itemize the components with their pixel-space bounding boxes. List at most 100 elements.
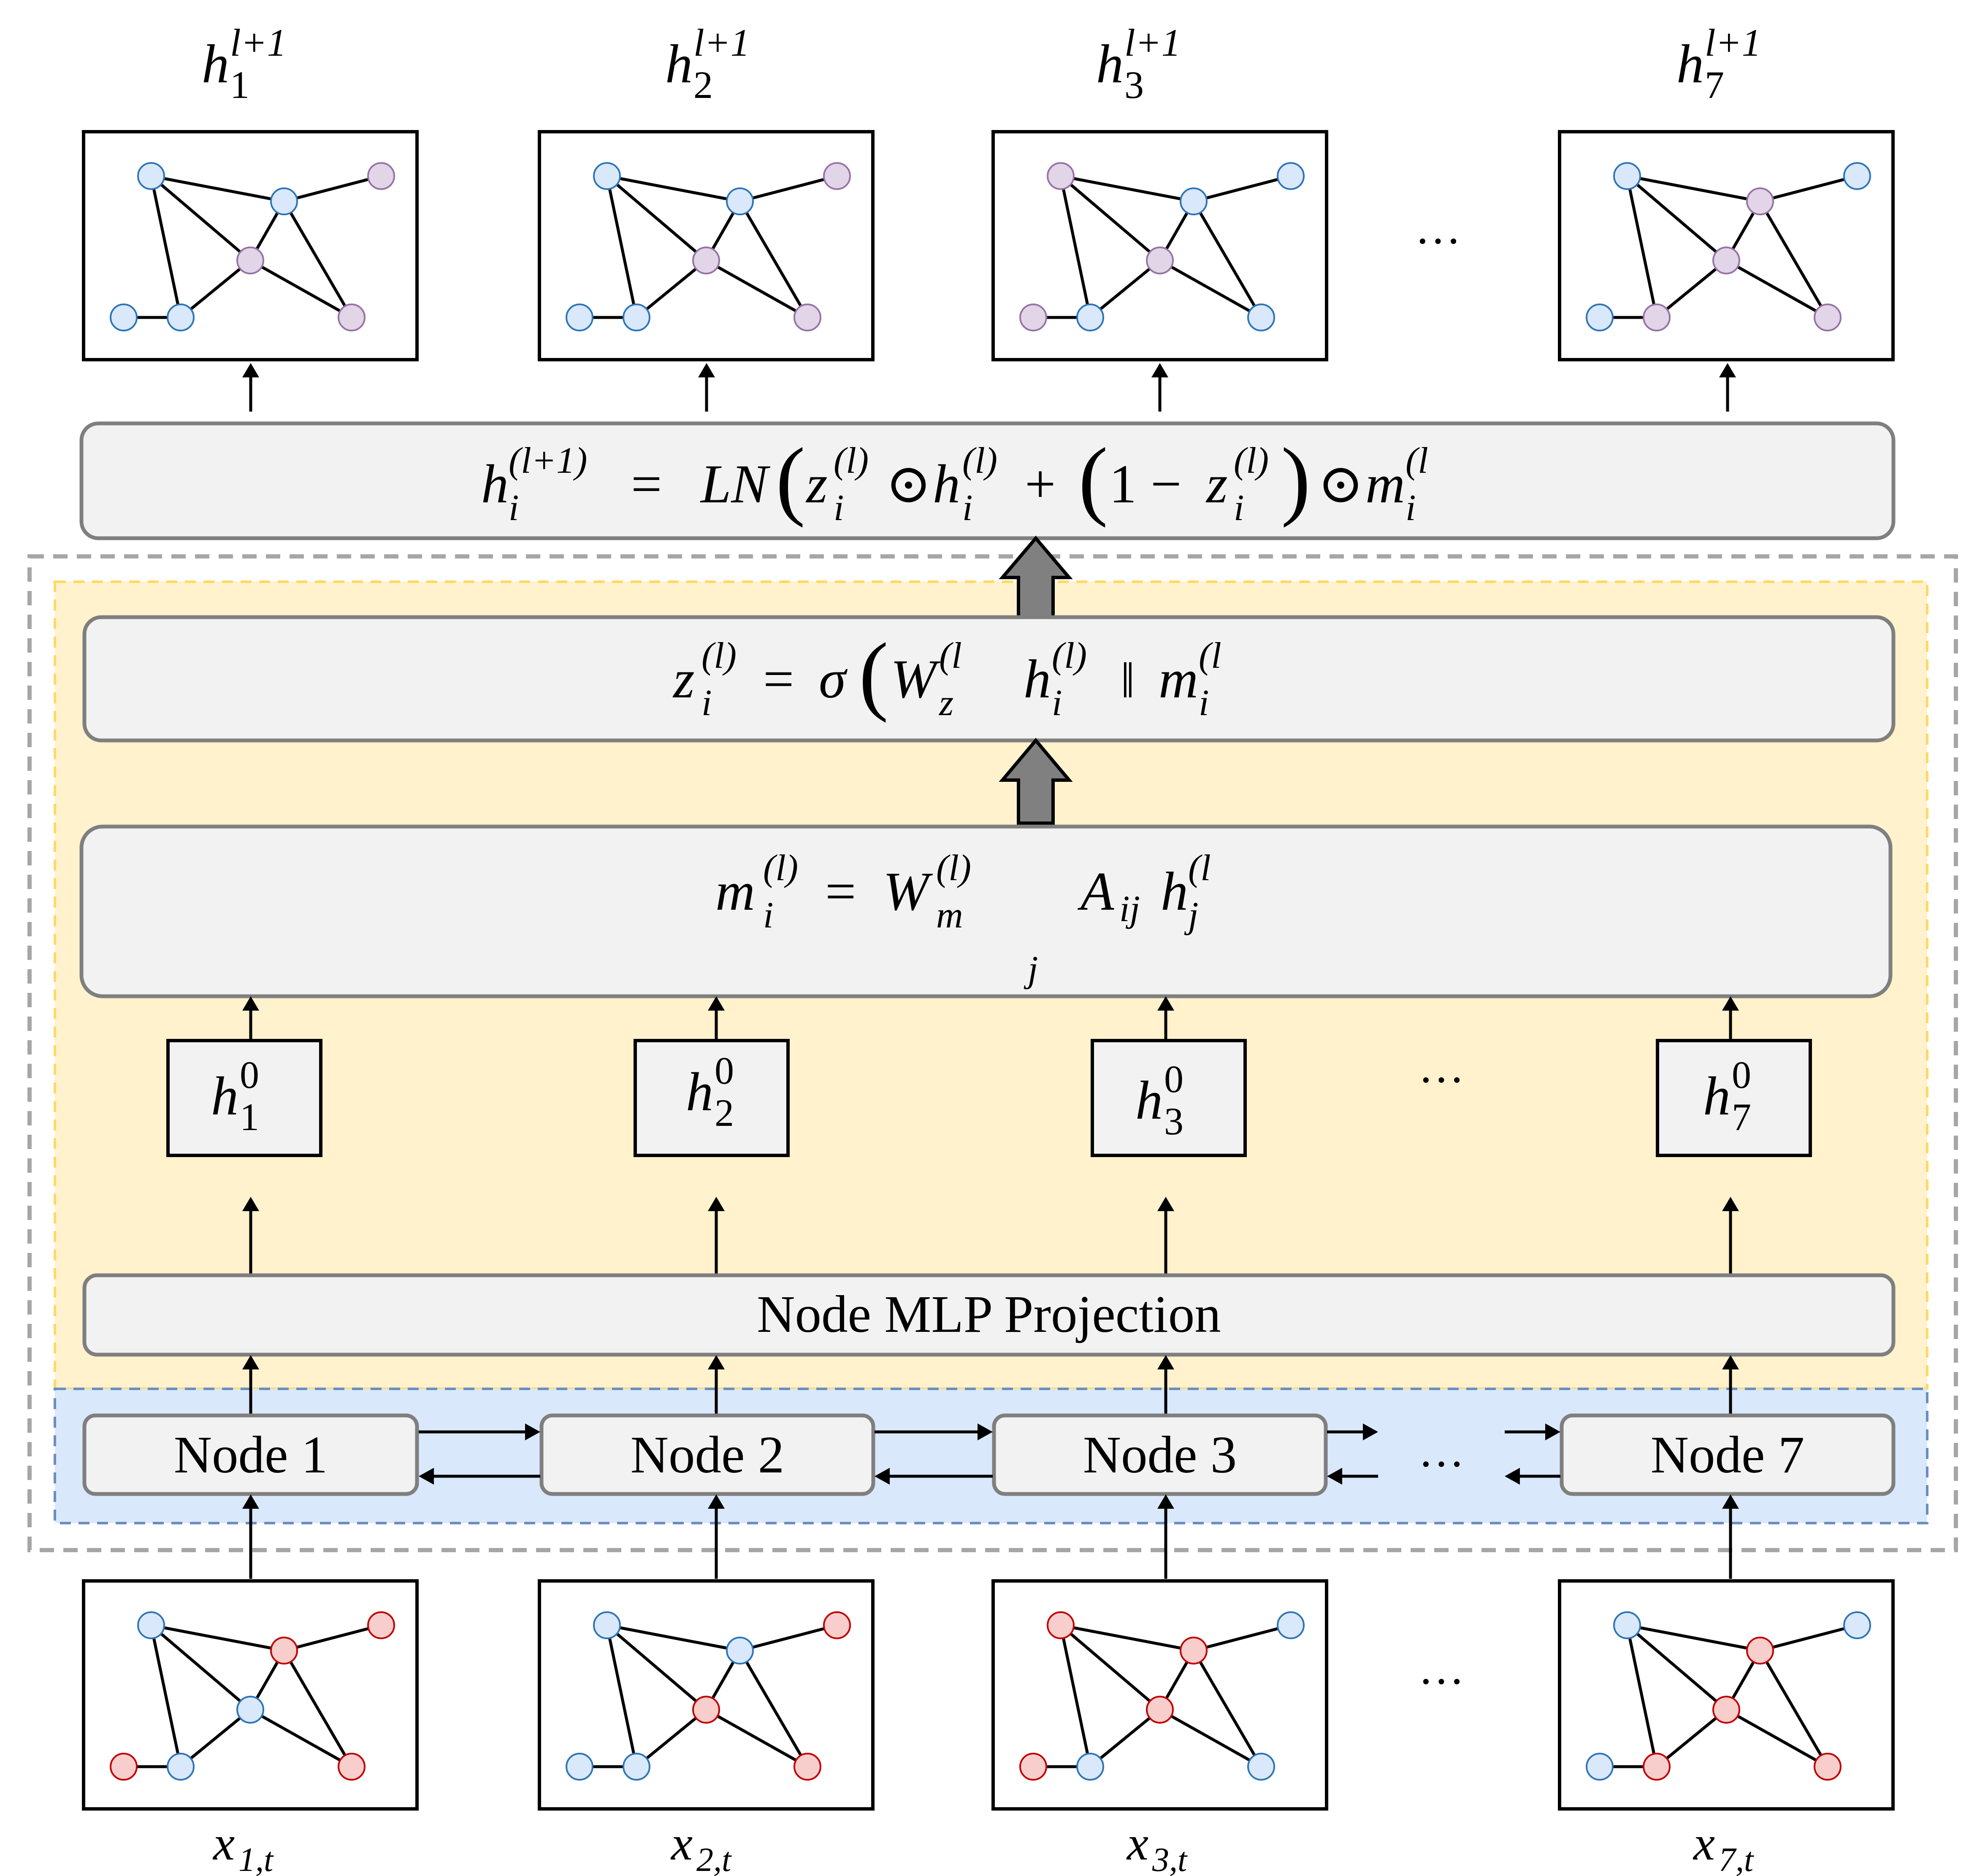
node-to-projection-arrows xyxy=(242,1355,1739,1414)
graph-node-purple xyxy=(1047,162,1075,190)
svg-text:(l): (l) xyxy=(1234,440,1269,481)
output-ellipsis: ··· xyxy=(1415,215,1461,267)
svg-text:(l+1): (l+1) xyxy=(509,440,587,481)
input-label-7: x 7,t xyxy=(1693,1816,1754,1876)
svg-text:(l): (l) xyxy=(701,635,737,676)
input-label-2: x 2,t xyxy=(670,1816,732,1876)
graph-node-blue xyxy=(1247,304,1275,331)
svg-text:3,t: 3,t xyxy=(1152,1841,1188,1876)
gate-formula-panel: z i (l) = σ ( W z (l h i (l) ‖ m i (l xyxy=(82,615,1896,743)
graph-node-red xyxy=(1814,1753,1842,1781)
svg-text:2: 2 xyxy=(715,1091,734,1134)
graph-node-red xyxy=(1712,1696,1740,1724)
graph-edge xyxy=(1089,1708,1161,1768)
output-arrow-1-head xyxy=(242,363,259,377)
graph-node-blue xyxy=(270,187,298,215)
projection-to-embedding-arrow-4-head xyxy=(1722,1197,1739,1211)
svg-text:W: W xyxy=(883,861,933,922)
graph-node-red xyxy=(1019,1753,1047,1781)
embedding-h2: h 2 0 xyxy=(634,1039,790,1157)
svg-text:i: i xyxy=(1199,683,1209,724)
graph-node-purple xyxy=(1146,247,1174,274)
input-graphs xyxy=(82,1579,1895,1811)
graph-edge xyxy=(1760,1624,1858,1652)
svg-text:z: z xyxy=(939,683,953,724)
svg-text:l+1: l+1 xyxy=(230,21,287,64)
output-label-1: h 1 l+1 xyxy=(202,21,287,106)
graph-node-red xyxy=(823,1611,851,1639)
graph-node-blue xyxy=(1843,1611,1871,1639)
graph-node-blue xyxy=(623,304,650,331)
graph-node-blue xyxy=(726,1637,754,1665)
svg-text:h: h xyxy=(1135,1070,1163,1131)
graph-edge xyxy=(1192,1650,1263,1768)
svg-text:h: h xyxy=(1024,649,1051,710)
graph-edge xyxy=(738,201,809,318)
graph-edge xyxy=(249,1708,352,1768)
graph-edge xyxy=(1725,1708,1828,1768)
svg-text:(l: (l xyxy=(1199,635,1221,676)
embedding-h1: h 1 0 xyxy=(166,1039,322,1157)
svg-text:‖: ‖ xyxy=(1121,652,1135,708)
big-arrow-upper xyxy=(999,535,1073,619)
svg-text:Node 3: Node 3 xyxy=(1083,1426,1237,1484)
graph-edge xyxy=(284,1624,382,1652)
graph-node-blue xyxy=(137,1611,165,1639)
svg-text:0: 0 xyxy=(1732,1053,1751,1096)
output-arrows xyxy=(242,363,1736,412)
graph-edge xyxy=(1159,1708,1262,1768)
projection-to-embedding-arrow-2-head xyxy=(708,1197,725,1211)
input-graph-1 xyxy=(82,1579,419,1811)
node-to-projection-arrow-3-head xyxy=(1157,1355,1174,1369)
svg-text:=: = xyxy=(631,454,662,515)
graph-edge xyxy=(635,259,707,319)
svg-text:Node 2: Node 2 xyxy=(631,1426,785,1484)
svg-text:A: A xyxy=(1077,861,1114,922)
graph-node-purple xyxy=(1643,304,1671,331)
message-formula-panel: m i (l) = W m (l) A ij h j (l j xyxy=(79,824,1893,998)
projection-to-embedding-arrow-3-head xyxy=(1157,1197,1174,1211)
input-ellipsis: ··· xyxy=(1418,1656,1465,1707)
svg-text:(: ( xyxy=(859,625,888,723)
graph-edge xyxy=(1159,259,1262,319)
svg-text:i: i xyxy=(962,488,972,529)
svg-text:(: ( xyxy=(776,430,805,528)
output-label-3: h 3 l+1 xyxy=(1096,21,1181,106)
graph-node-red xyxy=(1746,1637,1774,1665)
graph-edge xyxy=(150,1624,252,1711)
output-label-2: h 2 l+1 xyxy=(665,21,750,106)
graph-node-purple xyxy=(794,304,821,331)
svg-text:l+1: l+1 xyxy=(693,21,750,64)
big-arrow-lower xyxy=(999,737,1073,825)
graph-node-blue xyxy=(1180,187,1208,215)
graph-edge xyxy=(635,1708,707,1768)
graph-edge xyxy=(149,1625,182,1767)
graph-node-blue xyxy=(1843,162,1871,190)
svg-text:1: 1 xyxy=(240,1095,259,1139)
svg-text:i: i xyxy=(834,488,844,529)
svg-text:(l): (l) xyxy=(1052,635,1087,676)
output-arrow-4-head xyxy=(1719,363,1736,377)
svg-text:(: ( xyxy=(1078,430,1108,528)
graph-edge xyxy=(1625,176,1658,318)
graph-node-purple xyxy=(692,247,720,274)
graph-edge xyxy=(1059,1625,1092,1767)
node-sequence-arrows xyxy=(419,1423,1560,1485)
svg-text:i: i xyxy=(509,488,519,529)
svg-text:h: h xyxy=(686,1062,713,1122)
graph-edge xyxy=(1193,174,1291,203)
graph-node-blue xyxy=(1247,1753,1275,1781)
output-label-7: h 7 l+1 xyxy=(1676,21,1761,106)
message-formula: m i (l) = W m (l) A ij h j (l j xyxy=(715,848,1211,990)
graph-node-blue xyxy=(1076,304,1104,331)
svg-text:x: x xyxy=(212,1816,235,1870)
output-graphs xyxy=(82,130,1895,361)
svg-text:1,t: 1,t xyxy=(238,1841,274,1876)
svg-text:h: h xyxy=(202,34,229,95)
update-formula-panel: h i (l+1) = LN ( z i (l) ⊙ h i (l) + ( 1… xyxy=(79,421,1896,540)
graph-node-purple xyxy=(1019,304,1047,331)
svg-text:i: i xyxy=(1406,488,1416,529)
svg-text:h: h xyxy=(1161,861,1188,922)
svg-text:l+1: l+1 xyxy=(1705,21,1761,64)
graph-node-red xyxy=(1047,1611,1075,1639)
